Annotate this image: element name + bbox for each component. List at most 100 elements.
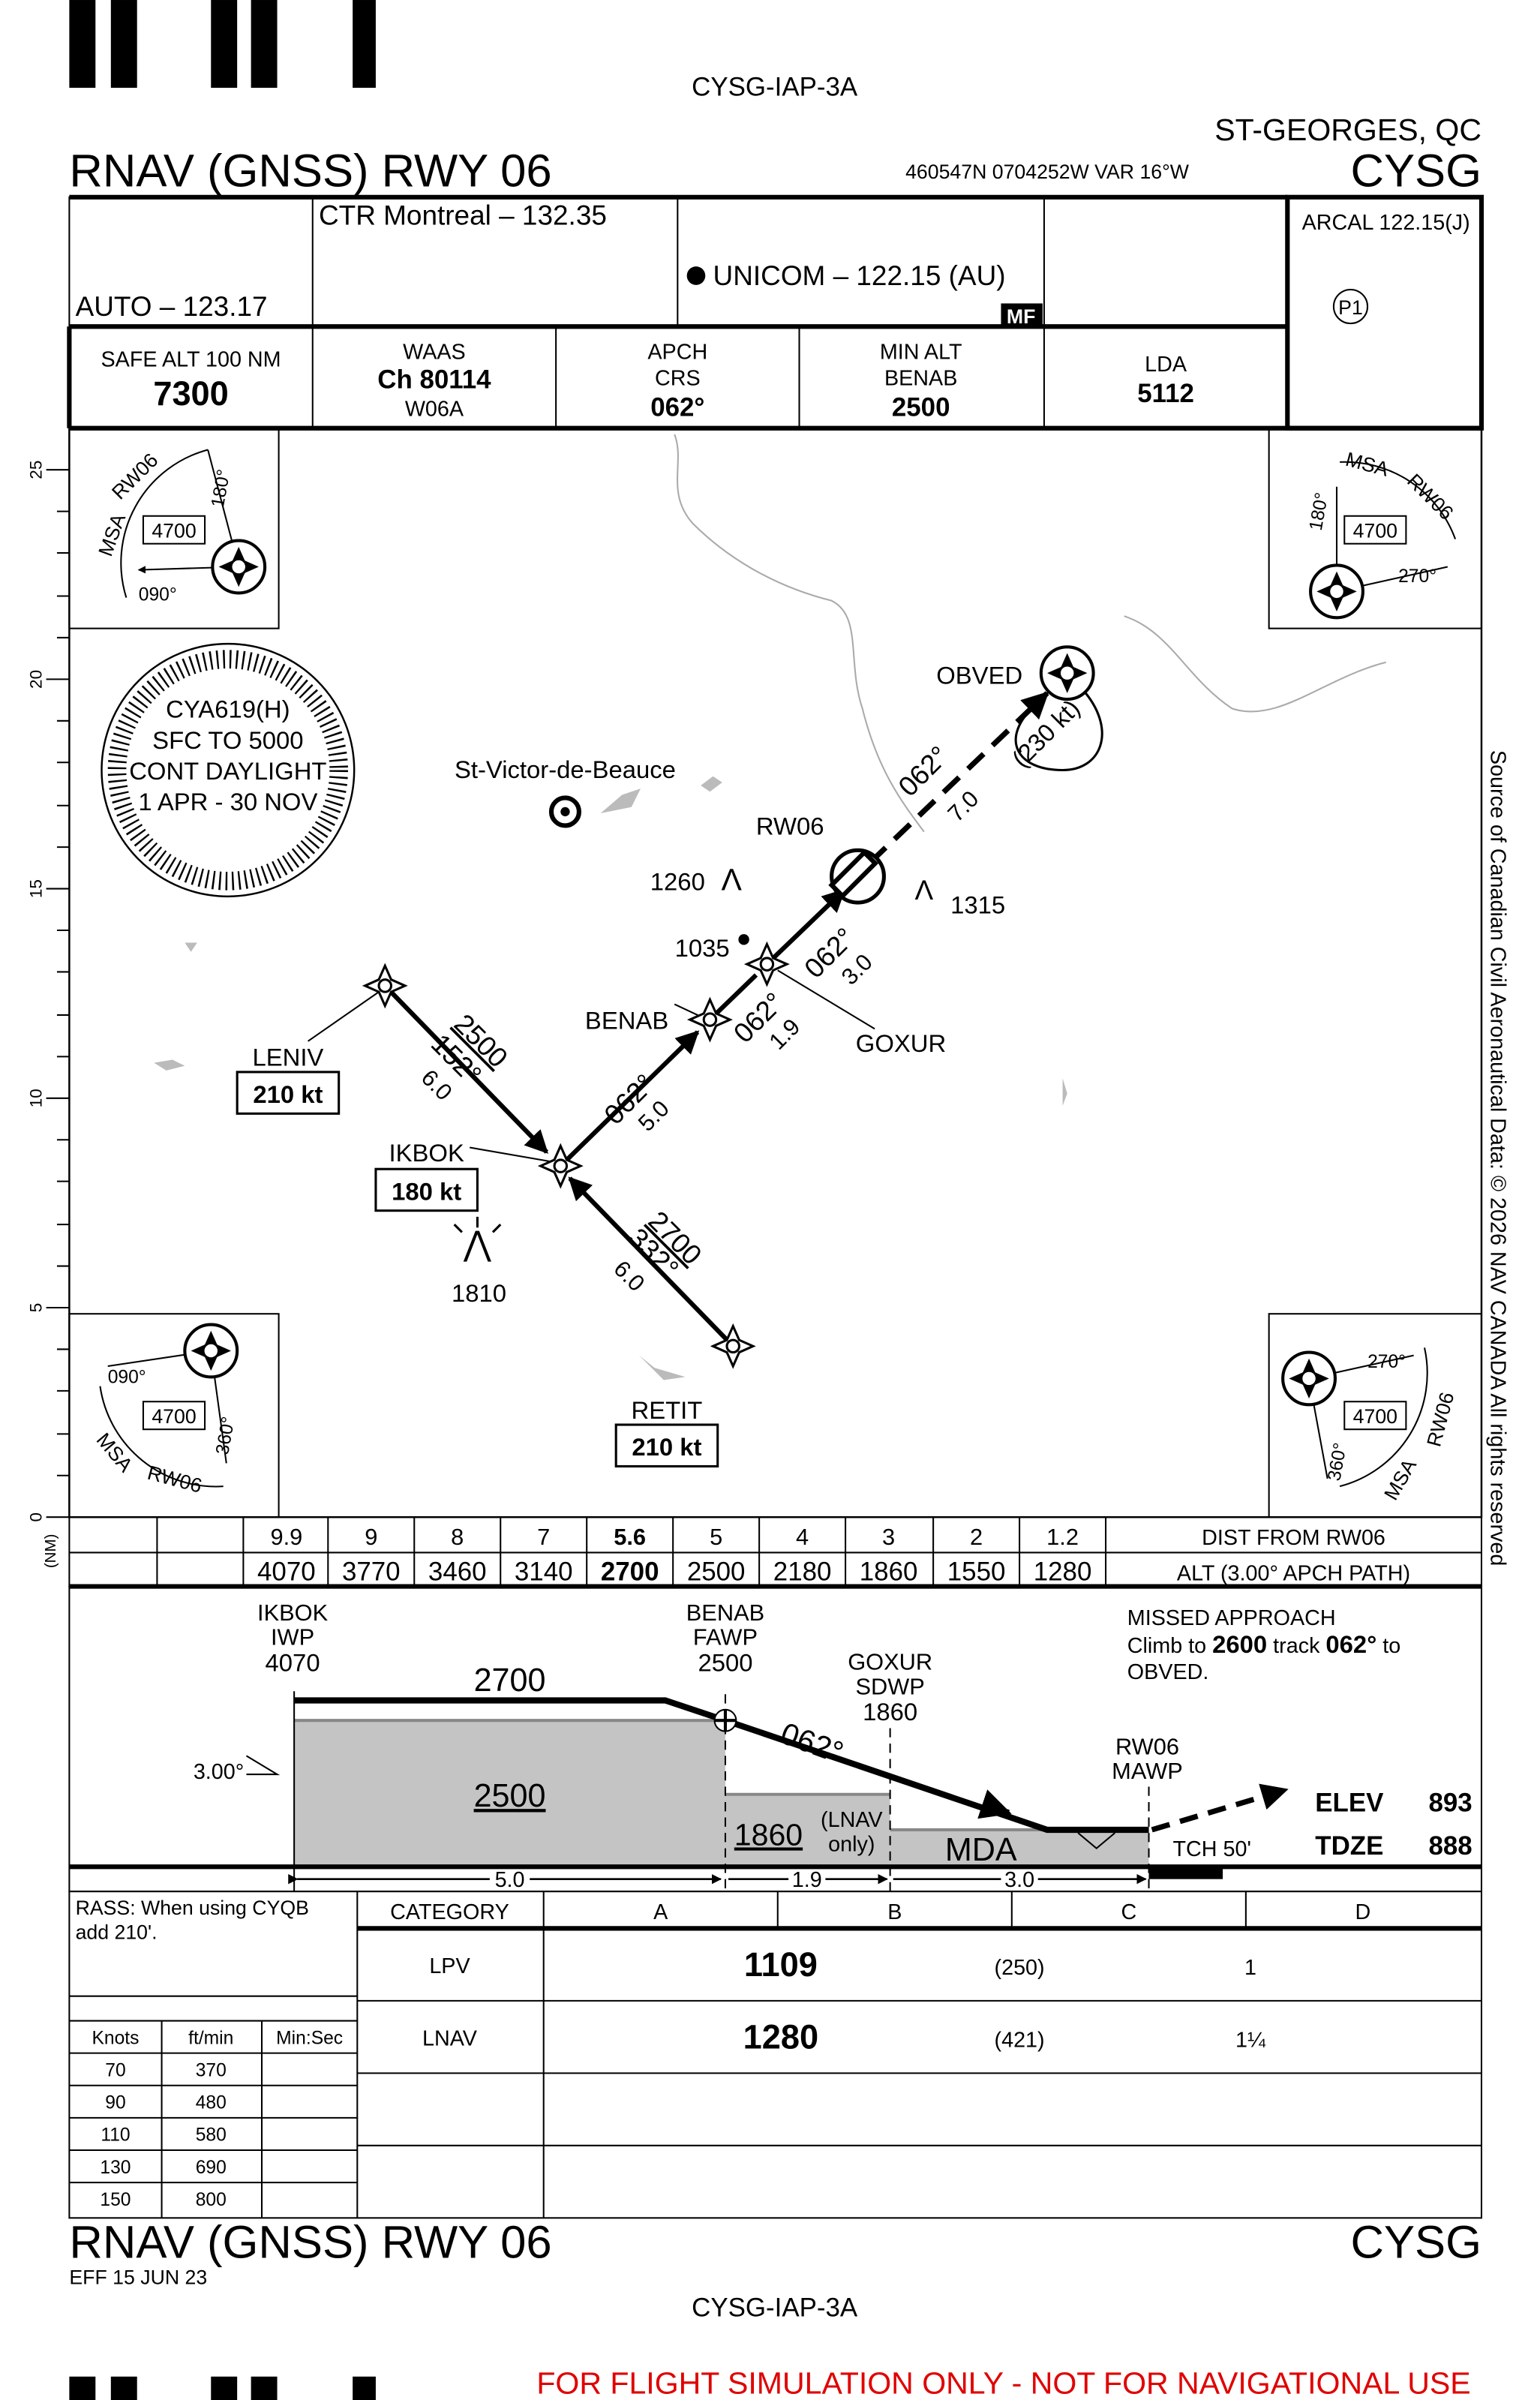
missed-approach-text: OBVED. xyxy=(1127,1660,1209,1684)
msa-bearing: 180° xyxy=(208,468,234,509)
timing-fpm: 690 xyxy=(196,2158,227,2178)
timing-header: Min:Sec xyxy=(276,2028,343,2048)
obstacle-elevation: 1260 xyxy=(650,868,705,896)
glidepath-angle-icon xyxy=(245,1755,281,1776)
timing-fpm: 800 xyxy=(196,2190,227,2210)
alt-cell: 3770 xyxy=(342,1557,401,1586)
holding-speed: (230 kt) xyxy=(1007,694,1085,773)
retit-speed: 210 kt xyxy=(632,1433,701,1461)
profile-alt-2500: 2500 xyxy=(474,1778,546,1814)
min-alt-value: 2500 xyxy=(892,392,950,422)
river xyxy=(674,434,925,833)
obved-waypoint xyxy=(1041,647,1094,699)
ctr-frequency: CTR Montreal – 132.35 xyxy=(319,200,607,231)
plan-view: 25 20 15 10 5 0 (NM) 4700 MSA RW06 180° … xyxy=(26,427,1483,1569)
goxur-profile-alt: 1860 xyxy=(863,1698,917,1726)
pcl-icon xyxy=(1332,288,1369,325)
page-title: RNAV (GNSS) RWY 06 xyxy=(69,145,551,197)
scale-label: 20 xyxy=(26,670,45,689)
segment-distance: 5.0 xyxy=(495,1868,525,1892)
rw06-profile-label: RW06 xyxy=(1115,1733,1179,1759)
leniv-speed: 210 kt xyxy=(253,1080,323,1108)
msa-runway: RW06 xyxy=(1422,1389,1458,1449)
arcal-frequency: ARCAL 122.15(J) xyxy=(1302,211,1470,235)
lnav-visibility: 1¼ xyxy=(1235,2028,1266,2052)
benab-profile-label: BENAB xyxy=(686,1599,764,1626)
distance-scale xyxy=(46,469,70,1518)
svg-text:P1: P1 xyxy=(1338,296,1363,319)
mda-label: MDA xyxy=(945,1832,1017,1868)
timing-knots: 150 xyxy=(100,2190,131,2210)
unicom-frequency: UNICOM – 122.15 (AU) xyxy=(713,260,1006,291)
svg-text:MF: MF xyxy=(1007,305,1036,328)
dist-cell: 8 xyxy=(451,1524,464,1550)
benab-profile-role: FAWP xyxy=(693,1624,758,1651)
msa-altitude: 4700 xyxy=(1353,520,1397,542)
category-b: B xyxy=(887,1900,902,1924)
ikbok-profile-label: IKBOK xyxy=(257,1599,329,1626)
benab-profile-alt: 2500 xyxy=(698,1649,752,1677)
dist-cell: 5.6 xyxy=(614,1524,646,1550)
rass-note: RASS: When using CYQB xyxy=(76,1897,309,1919)
missed-distance: 7.0 xyxy=(942,785,983,827)
obstacle-elevation: 1810 xyxy=(452,1279,506,1307)
min-alt-fix: BENAB xyxy=(884,366,957,390)
segment-distance: 1.9 xyxy=(792,1868,822,1892)
msa-bottom-left: 4700 090° 360° MSA RW06 xyxy=(68,1313,280,1518)
min-alt-label: MIN ALT xyxy=(880,340,962,364)
tch: TCH 50' xyxy=(1172,1837,1251,1861)
restricted-label: CONT DAYLIGHT xyxy=(129,757,326,785)
waas-label: WAAS xyxy=(403,340,466,364)
dist-cell: 9 xyxy=(365,1524,377,1550)
briefing-box xyxy=(67,194,1484,431)
timing-knots: 90 xyxy=(105,2093,125,2113)
rw06-label: RW06 xyxy=(756,813,824,840)
dist-label: DIST FROM RW06 xyxy=(1202,1526,1385,1550)
scale-label: 15 xyxy=(26,879,45,898)
unicom-icon xyxy=(686,266,706,285)
safe-alt-label: SAFE ALT 100 NM xyxy=(101,348,281,372)
dist-cell: 9.9 xyxy=(270,1524,302,1550)
restricted-label: 1 APR - 30 NOV xyxy=(138,788,317,816)
category-d: D xyxy=(1355,1900,1371,1924)
scale-unit: (NM) xyxy=(42,1534,59,1569)
distance-altitude-table: 9.9 9 8 7 5.6 5 4 3 2 1.2 DIST FROM RW06… xyxy=(68,1516,1483,1589)
safe-alt-value: 7300 xyxy=(153,374,228,413)
glidepath-angle: 3.00° xyxy=(194,1760,244,1784)
dist-cell: 2 xyxy=(970,1524,983,1550)
goxur-profile-role: SDWP xyxy=(855,1673,924,1699)
registration-marks-top xyxy=(69,0,376,89)
obstacle-icon: Λ xyxy=(914,875,933,906)
profile-view: IKBOK IWP 4070 BENAB FAWP 2500 GOXUR SDW… xyxy=(68,1585,1483,1893)
lnav-hat: (421) xyxy=(995,2028,1045,2052)
msa-altitude: 4700 xyxy=(1353,1405,1397,1428)
ikbok-speed: 180 kt xyxy=(392,1177,461,1205)
lnav-label: LNAV xyxy=(422,2026,478,2050)
timing-header: ft/min xyxy=(188,2028,233,2048)
obved-label: OBVED xyxy=(936,662,1022,689)
timing-knots: 70 xyxy=(105,2060,125,2080)
timing-knots: 110 xyxy=(101,2125,130,2146)
lpv-hat: (250) xyxy=(995,1956,1045,1980)
profile-alt-2700: 2700 xyxy=(474,1663,546,1699)
msa-altitude: 4700 xyxy=(152,520,196,542)
elev-label: ELEV xyxy=(1315,1788,1384,1817)
msa-bearing: 090° xyxy=(108,1368,146,1388)
msa-top-left: 4700 MSA RW06 180° 090° xyxy=(68,427,280,629)
scale-label: 5 xyxy=(26,1303,45,1313)
restricted-area-cya619: CYA619(H) SFC TO 5000 CONT DAYLIGHT 1 AP… xyxy=(101,642,356,898)
ikbok-profile-alt: 4070 xyxy=(266,1649,320,1677)
dist-cell: 4 xyxy=(796,1524,809,1550)
apch-crs-value: 062° xyxy=(650,392,704,422)
lnav-only-note: (LNAV xyxy=(821,1808,883,1832)
restricted-label: SFC TO 5000 xyxy=(152,726,303,754)
leniv-label: LENIV xyxy=(252,1044,323,1071)
category-label: CATEGORY xyxy=(390,1900,509,1924)
waas-id: W06A xyxy=(405,397,464,421)
obstacles: Λ 1260 Λ 1315 1035 ⋀ 1810 xyxy=(452,863,1005,1307)
simulation-warning: FOR FLIGHT SIMULATION ONLY - NOT FOR NAV… xyxy=(536,2365,1470,2400)
apch-label: APCH xyxy=(647,340,707,364)
ikbok-speed-box xyxy=(374,1167,479,1212)
alt-label: ALT (3.00° APCH PATH) xyxy=(1177,1561,1410,1585)
obstacle-elevation: 1315 xyxy=(950,891,1005,918)
